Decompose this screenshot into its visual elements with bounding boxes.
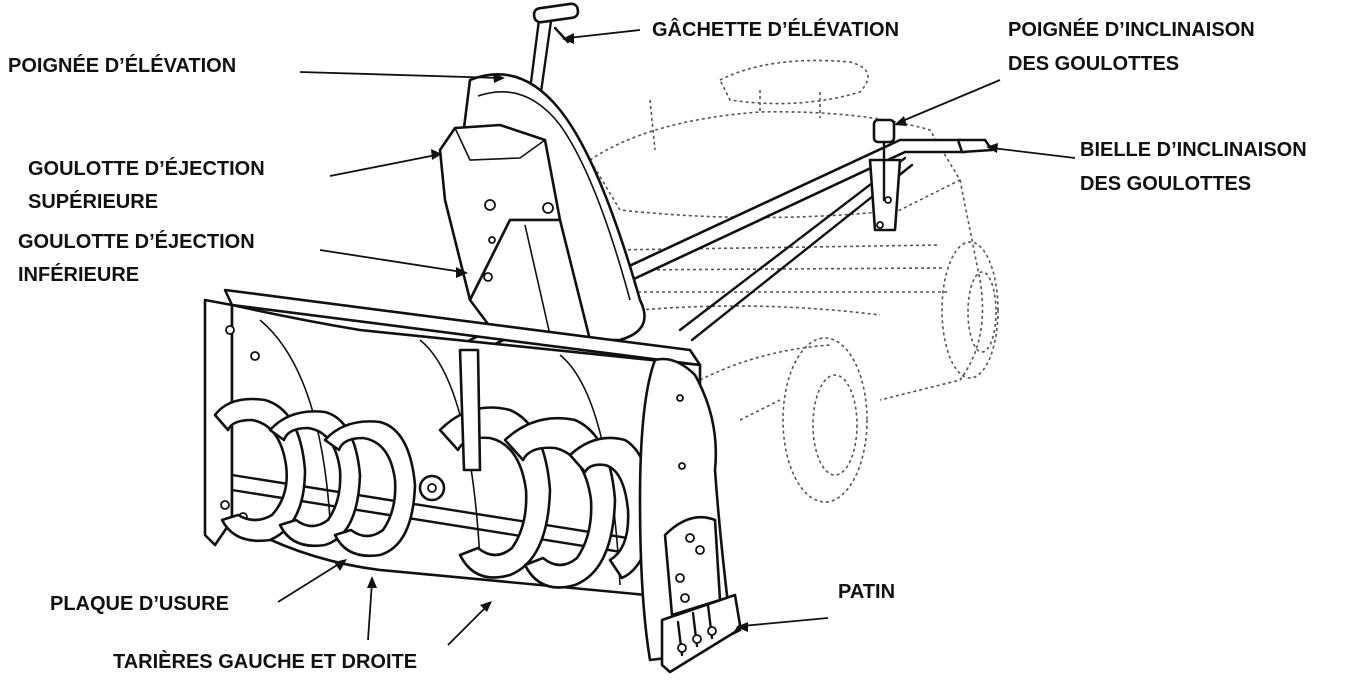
label-lift-trigger: GÂCHETTE D’ÉLÉVATION <box>652 17 899 41</box>
label-skid-shoe: PATIN <box>838 581 895 603</box>
label-upper-chute-1: GOULOTTE D’ÉJECTION <box>28 157 265 180</box>
label-lower-chute-2: INFÉRIEURE <box>18 263 139 286</box>
label-chute-tilt-handle-2: DES GOULOTTES <box>1008 53 1179 75</box>
label-upper-chute-2: SUPÉRIEURE <box>28 190 158 213</box>
label-lift-handle: POIGNÉE D’ÉLÉVATION <box>8 54 236 77</box>
label-wear-plate: PLAQUE D’USURE <box>50 593 229 615</box>
skid-shoe <box>660 593 742 674</box>
label-chute-tilt-handle-1: POIGNÉE D’INCLINAISON <box>1008 18 1255 41</box>
chute-tilt-handle <box>872 118 896 202</box>
label-augers: TARIÈRES GAUCHE ET DROITE <box>113 650 417 673</box>
labels: POIGNÉE D’ÉLÉVATION GÂCHETTE D’ÉLÉVATION… <box>8 17 1307 673</box>
augers <box>213 348 654 589</box>
label-chute-tilt-rod-2: DES GOULOTTES <box>1080 173 1251 195</box>
right-side-panel <box>638 357 742 662</box>
label-chute-tilt-rod-1: BIELLE D’INCLINAISON <box>1080 139 1307 161</box>
label-lower-chute-1: GOULOTTE D’ÉJECTION <box>18 230 255 253</box>
discharge-chute <box>438 72 646 342</box>
leader-lines <box>277 29 1076 646</box>
